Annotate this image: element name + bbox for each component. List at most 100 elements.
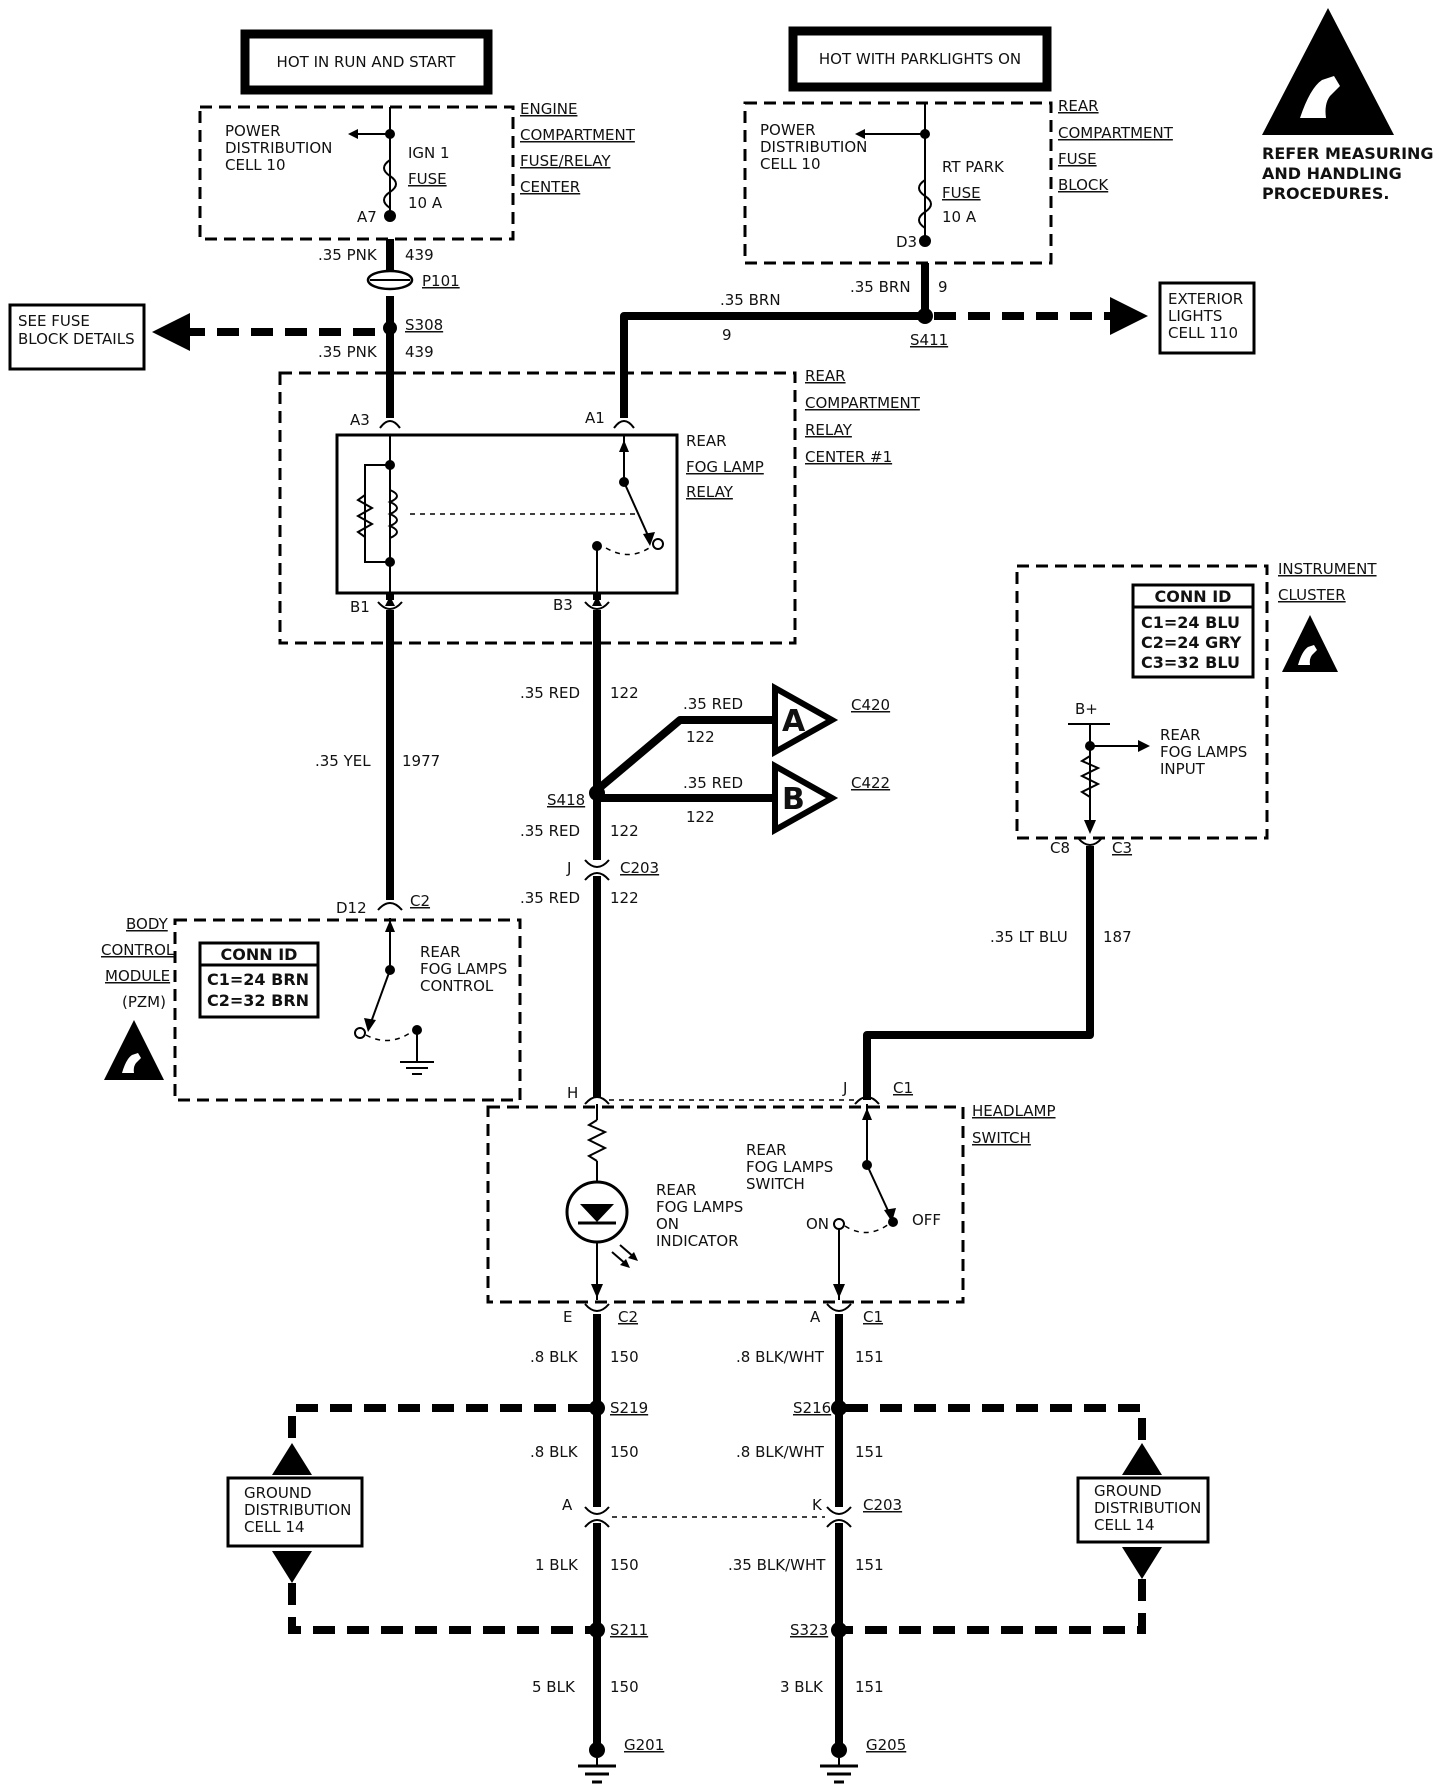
- svg-text:BLOCK: BLOCK: [1058, 176, 1109, 194]
- svg-text:9: 9: [722, 326, 732, 344]
- svg-text:.35 RED: .35 RED: [683, 695, 743, 713]
- rear-compartment-fuse-block: POWER DISTRIBUTION CELL 10 RT PARK FUSE …: [743, 97, 1174, 265]
- svg-text:FUSE: FUSE: [942, 184, 981, 202]
- svg-text:150: 150: [610, 1348, 639, 1366]
- svg-text:REAR: REAR: [1160, 726, 1201, 744]
- svg-text:C3: C3: [1112, 839, 1132, 857]
- svg-text:.35 BLK/WHT: .35 BLK/WHT: [728, 1556, 826, 1574]
- svg-text:CELL 110: CELL 110: [1168, 324, 1238, 342]
- svg-text:GROUND: GROUND: [244, 1484, 312, 1502]
- svg-text:151: 151: [855, 1443, 884, 1461]
- svg-text:MODULE: MODULE: [105, 967, 170, 985]
- svg-text:187: 187: [1103, 928, 1132, 946]
- svg-text:DISTRIBUTION: DISTRIBUTION: [1094, 1499, 1201, 1517]
- svg-text:C1=24 BLU: C1=24 BLU: [1141, 613, 1240, 632]
- svg-text:122: 122: [610, 822, 639, 840]
- svg-text:EXTERIOR: EXTERIOR: [1168, 290, 1243, 308]
- svg-text:S216: S216: [793, 1399, 831, 1417]
- svg-text:C203: C203: [620, 859, 659, 877]
- svg-text:S411: S411: [910, 331, 948, 349]
- svg-text:C8: C8: [1050, 839, 1070, 857]
- svg-text:REAR: REAR: [686, 432, 727, 450]
- svg-text:G201: G201: [624, 1736, 664, 1754]
- svg-text:FOG LAMPS: FOG LAMPS: [656, 1198, 743, 1216]
- svg-text:A: A: [562, 1496, 573, 1514]
- svg-text:REAR: REAR: [420, 943, 461, 961]
- svg-text:G205: G205: [866, 1736, 906, 1754]
- connector-b-c422: B C422: [772, 760, 890, 836]
- connector-a-c420: A C420: [772, 682, 890, 758]
- svg-text:1977: 1977: [402, 752, 440, 770]
- svg-text:.35 RED: .35 RED: [520, 684, 580, 702]
- svg-text:.35 BRN: .35 BRN: [850, 278, 911, 296]
- svg-text:INSTRUMENT: INSTRUMENT: [1278, 560, 1377, 578]
- svg-text:C2=32 BRN: C2=32 BRN: [207, 991, 309, 1010]
- headlamp-switch: HEADLAMP SWITCH H J C1 REAR FOG LAMPS ON…: [486, 1079, 1056, 1326]
- svg-text:DISTRIBUTION: DISTRIBUTION: [225, 139, 332, 157]
- instrument-cluster: INSTRUMENT CLUSTER CONN ID C1=24 BLU C2=…: [1015, 560, 1377, 857]
- svg-text:A: A: [810, 1308, 821, 1326]
- svg-text:.8 BLK: .8 BLK: [530, 1443, 579, 1461]
- svg-text:FOG LAMP: FOG LAMP: [686, 458, 764, 476]
- svg-text:S418: S418: [547, 791, 585, 809]
- svg-text:5 BLK: 5 BLK: [532, 1678, 576, 1696]
- see-fuse-block-box: SEE FUSE BLOCK DETAILS: [8, 303, 146, 371]
- svg-text:K: K: [812, 1496, 823, 1514]
- svg-text:J: J: [566, 859, 571, 877]
- svg-text:3 BLK: 3 BLK: [780, 1678, 824, 1696]
- svg-text:150: 150: [610, 1556, 639, 1574]
- rear-fog-lamp-relay: REAR FOG LAMP RELAY: [335, 432, 764, 595]
- svg-text:FOG LAMPS: FOG LAMPS: [1160, 743, 1247, 761]
- svg-text:D12: D12: [336, 899, 367, 917]
- svg-text:COMPARTMENT: COMPARTMENT: [520, 126, 636, 144]
- svg-text:SEE FUSE: SEE FUSE: [18, 312, 90, 330]
- svg-text:OFF: OFF: [912, 1211, 941, 1229]
- svg-text:A1: A1: [585, 409, 605, 427]
- esd-warning-icon: [1262, 8, 1394, 135]
- svg-text:CONN ID: CONN ID: [1155, 587, 1232, 606]
- svg-text:HOT IN RUN AND START: HOT IN RUN AND START: [277, 53, 457, 71]
- s323-splice: [831, 1622, 847, 1638]
- svg-text:RELAY: RELAY: [805, 421, 853, 439]
- svg-text:REAR: REAR: [1058, 97, 1099, 115]
- svg-text:CELL 10: CELL 10: [760, 155, 821, 173]
- svg-text:HEADLAMP: HEADLAMP: [972, 1102, 1056, 1120]
- svg-text:DISTRIBUTION: DISTRIBUTION: [760, 138, 867, 156]
- svg-text:ENGINE: ENGINE: [520, 100, 577, 118]
- header-hot-parklights: HOT WITH PARKLIGHTS ON: [788, 26, 1052, 92]
- svg-text:.35 RED: .35 RED: [520, 822, 580, 840]
- svg-text:.8 BLK/WHT: .8 BLK/WHT: [736, 1443, 825, 1461]
- exterior-lights-box: EXTERIOR LIGHTS CELL 110: [1158, 281, 1256, 355]
- svg-text:BLOCK DETAILS: BLOCK DETAILS: [18, 330, 135, 348]
- svg-text:B: B: [782, 782, 805, 817]
- svg-text:.35 PNK: .35 PNK: [318, 246, 378, 264]
- svg-text:DISTRIBUTION: DISTRIBUTION: [244, 1501, 351, 1519]
- svg-text:CELL 10: CELL 10: [225, 156, 286, 174]
- svg-text:(PZM): (PZM): [122, 993, 166, 1011]
- svg-text:C3=32 BLU: C3=32 BLU: [1141, 653, 1240, 672]
- svg-text:.35 LT BLU: .35 LT BLU: [990, 928, 1068, 946]
- svg-text:CELL 14: CELL 14: [244, 1518, 305, 1536]
- svg-text:POWER: POWER: [760, 121, 816, 139]
- svg-text:C2: C2: [410, 892, 430, 910]
- svg-text:C420: C420: [851, 696, 890, 714]
- s219-splice: [589, 1400, 605, 1416]
- esd-notice-line-2: AND HANDLING: [1262, 164, 1402, 183]
- svg-text:COMPARTMENT: COMPARTMENT: [1058, 124, 1174, 142]
- svg-text:C1: C1: [893, 1079, 913, 1097]
- svg-text:A: A: [782, 704, 806, 739]
- esd-notice-line-3: PROCEDURES.: [1262, 184, 1389, 203]
- svg-text:CONTROL: CONTROL: [420, 977, 494, 995]
- svg-text:HOT WITH PARKLIGHTS ON: HOT WITH PARKLIGHTS ON: [819, 50, 1021, 68]
- svg-text:1 BLK: 1 BLK: [535, 1556, 579, 1574]
- svg-text:.35 YEL: .35 YEL: [315, 752, 371, 770]
- svg-text:REAR: REAR: [805, 367, 846, 385]
- svg-text:439: 439: [405, 343, 434, 361]
- svg-text:CONTROL: CONTROL: [101, 941, 175, 959]
- svg-text:.35 PNK: .35 PNK: [318, 343, 378, 361]
- svg-text:ON: ON: [806, 1215, 829, 1233]
- svg-text:.8 BLK: .8 BLK: [530, 1348, 579, 1366]
- s211-splice: [589, 1622, 605, 1638]
- s418-splice: [589, 785, 605, 801]
- svg-text:.35 RED: .35 RED: [683, 774, 743, 792]
